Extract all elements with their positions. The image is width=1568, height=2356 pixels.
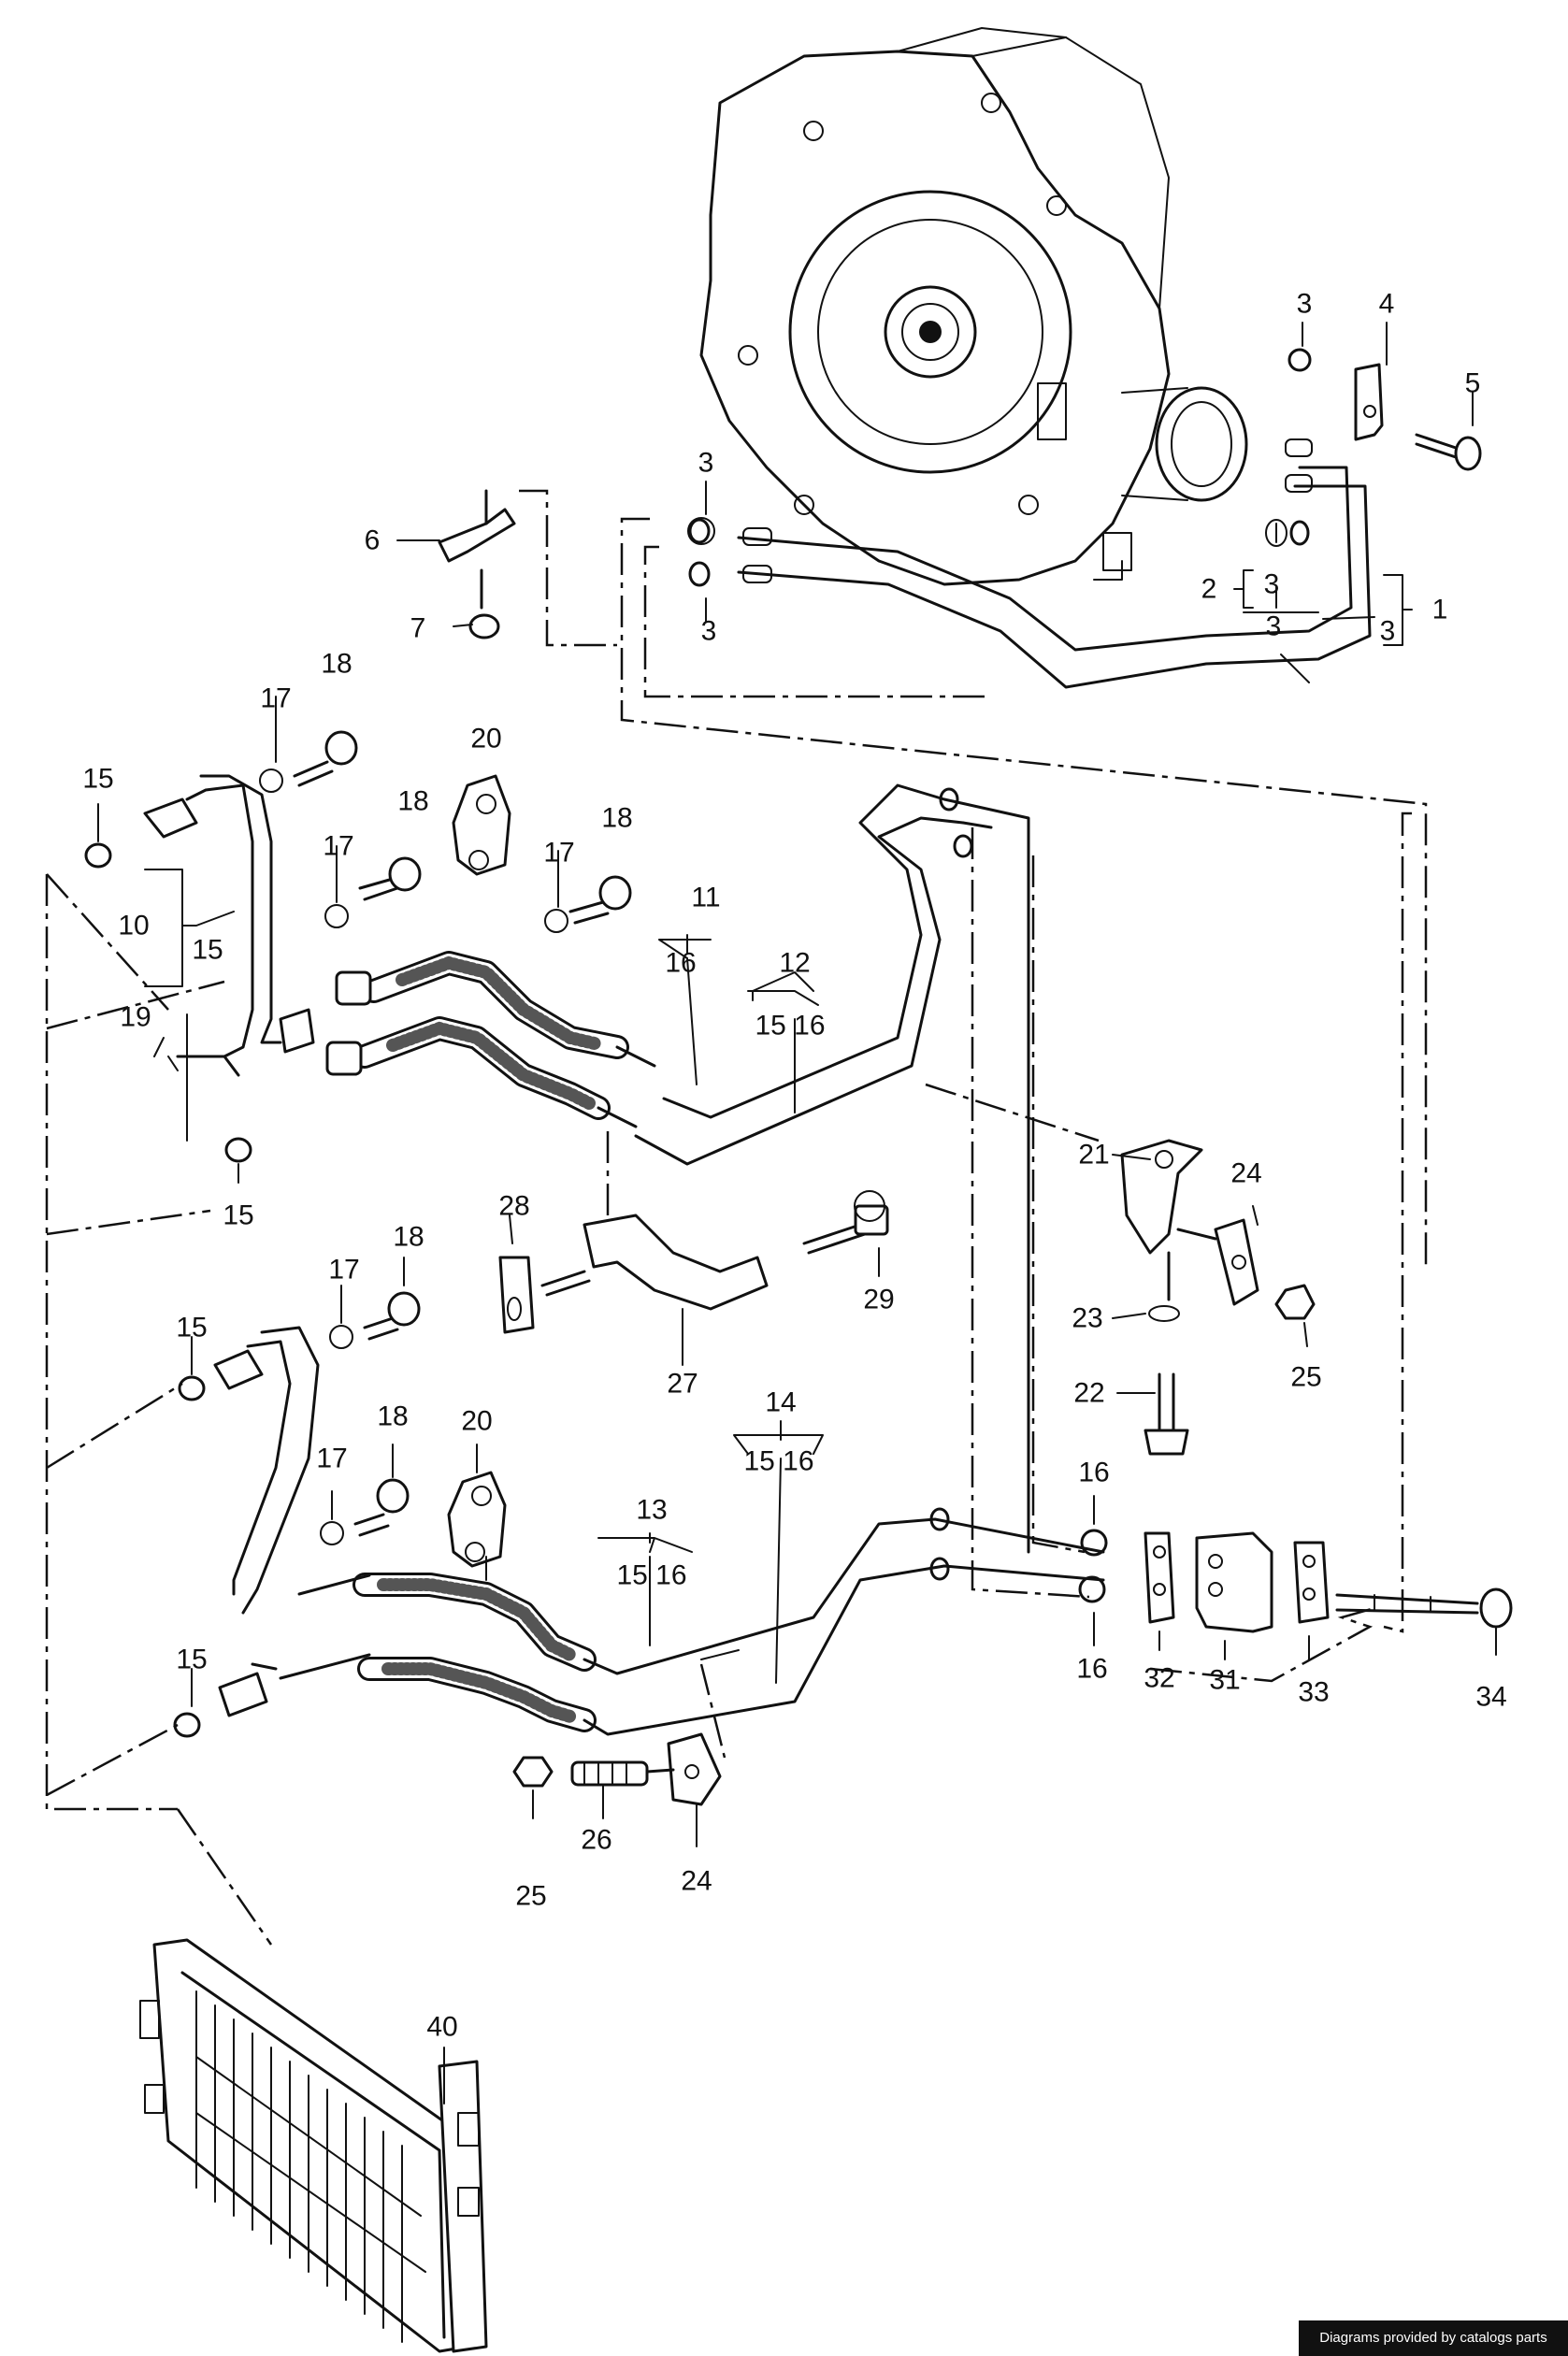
label-part-34: 34 [1475,1682,1506,1713]
label-part-11: 11 [691,883,720,913]
label-part-23: 23 [1072,1303,1102,1334]
label-part-17: 17 [316,1444,347,1474]
label-part-17: 17 [328,1255,359,1286]
label-part-13: 13 [636,1495,667,1526]
label-part-5: 5 [1465,368,1481,399]
part-labels: 3 4 5 3 6 3 2 1 3 7 3 3 18 17 20 15 18 1… [82,289,1506,2043]
bolt-34 [1335,1587,1513,1629]
bracket-4-bolt-5 [1287,348,1482,471]
label-part-16-under-11: 16 [665,948,696,979]
label-part-18: 18 [377,1401,408,1432]
clip-20-upper [452,774,511,876]
clip-20-lower [447,1471,507,1568]
label-part-20: 20 [470,724,501,754]
label-part-28: 28 [498,1191,529,1222]
label-part-15: 15 [176,1645,207,1675]
label-part-17: 17 [323,831,353,862]
pipe-10-upper [143,774,315,1077]
hose-assembly-upper [325,783,1030,1554]
label-part-19: 19 [120,1002,151,1033]
label-part-18: 18 [601,803,632,834]
label-part-14: 14 [765,1387,796,1418]
label-part-21: 21 [1078,1140,1109,1171]
label-part-1: 1 [1432,595,1448,625]
label-part-20: 20 [461,1406,492,1437]
label-part-12: 12 [779,948,810,979]
label-part-25: 25 [515,1881,546,1912]
label-part-26: 26 [581,1825,611,1856]
label-part-22: 22 [1073,1378,1104,1409]
gasket-33 [1293,1541,1330,1624]
bracket-21-parts-22-25 [1120,1139,1316,1456]
label-part-3: 3 [1297,289,1313,320]
label-part-17: 17 [260,683,291,714]
label-part-16: 16 [1076,1654,1107,1685]
label-part-3: 3 [1380,616,1396,647]
label-part-15-16-under-12: 15 16 [755,1011,825,1042]
label-part-29: 29 [863,1285,894,1315]
gasket-32 [1144,1531,1175,1624]
label-part-16: 16 [1078,1458,1109,1488]
pipe-lower-left [213,1326,320,1717]
label-part-2: 2 [1201,574,1217,605]
clip-6-bolt-7 [438,489,516,639]
label-part-15-16-under-14: 15 16 [743,1446,813,1477]
label-part-10: 10 [118,911,149,941]
label-part-27: 27 [667,1369,698,1400]
label-part-7: 7 [410,613,426,644]
label-part-40: 40 [426,2012,457,2043]
label-leaders [97,322,1497,2105]
connector-block-31 [1195,1531,1273,1633]
label-part-15: 15 [176,1313,207,1343]
label-part-18: 18 [393,1222,424,1253]
label-part-15: 15 [82,764,113,795]
label-part-17: 17 [543,838,574,869]
label-part-18: 18 [397,786,428,817]
washers-and-bolts [84,517,1287,1738]
label-part-24: 24 [681,1866,712,1897]
label-part-3: 3 [1264,569,1280,600]
label-part-24: 24 [1230,1158,1261,1189]
label-part-3: 3 [698,448,714,479]
label-part-25: 25 [1290,1362,1321,1393]
upper-cooler-pipes [688,438,1372,689]
label-part-15-16-under-13: 15 16 [616,1560,686,1591]
label-part-18: 18 [321,649,352,680]
label-part-33: 33 [1298,1677,1329,1708]
label-part-6: 6 [365,525,381,556]
label-part-31: 31 [1209,1665,1240,1696]
radiator-40 [139,1938,488,2353]
label-part-32: 32 [1144,1663,1174,1694]
transmission-housing [699,27,1248,586]
assembly-leader-lines [45,489,1428,1946]
credit-banner: Diagrams provided by catalogs parts [1299,2320,1568,2356]
label-part-3: 3 [1266,611,1282,642]
label-part-3: 3 [701,616,717,647]
label-part-15: 15 [223,1200,253,1231]
label-part-4: 4 [1379,289,1395,320]
label-part-15-under-10: 15 [192,935,223,966]
bracket-27-stud-28-bolt-29 [498,1190,889,1334]
bracket-24-stud-26 [512,1732,722,1806]
hose-assembly-lower [279,1507,1105,1736]
